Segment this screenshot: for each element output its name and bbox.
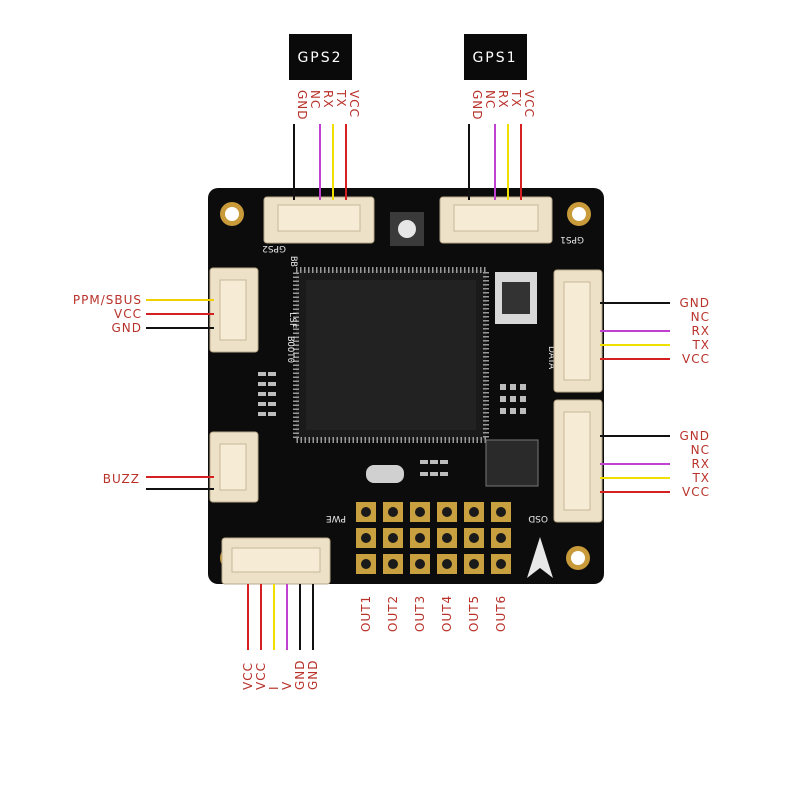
ppm-pin-label-0: PPM/SBUS: [73, 293, 142, 307]
output-pin-hole: [469, 559, 479, 569]
right_osd-pin-label-gnd: GND: [679, 429, 710, 443]
output-pin-hole: [442, 507, 452, 517]
output-label-5: OUT5: [467, 595, 481, 632]
gps2-pin-label-vcc: VCC: [347, 90, 361, 118]
silk-gps2: GPS2: [262, 243, 286, 253]
silk-osd: OSD: [528, 513, 548, 523]
power-pin-label-2: I: [267, 685, 281, 690]
silk-data: DATA: [546, 346, 556, 370]
output-label-6: OUT6: [494, 595, 508, 632]
connector-power: [221, 537, 331, 585]
output-label-3: OUT3: [413, 595, 427, 632]
output-pin-hole: [388, 533, 398, 543]
output-pin-hole: [469, 507, 479, 517]
right_data-pin-label-rx: RX: [691, 324, 710, 338]
output-pin-hole: [496, 533, 506, 543]
output-pin-hole: [415, 507, 425, 517]
crystal: [366, 465, 404, 483]
buzz-pin-label: BUZZ: [103, 472, 140, 486]
connector-data: [553, 269, 603, 393]
ppm-pin-label-2: GND: [111, 321, 142, 335]
right_data-pin-label-nc: NC: [691, 310, 710, 324]
connector-gps2: [263, 196, 375, 244]
connector-osd: [553, 399, 603, 523]
silk-gps1: GPS1: [560, 234, 584, 244]
arrow-logo: [527, 537, 553, 578]
output-pin-hole: [496, 507, 506, 517]
gps1-title: GPS1: [472, 50, 517, 66]
output-pin-hole: [361, 507, 371, 517]
mounting-hole-top-right: [567, 202, 591, 226]
power-pin-label-1: VCC: [254, 662, 268, 690]
gps2-title-box: GPS2: [289, 34, 352, 80]
connector-gps1: [439, 196, 553, 244]
power-pin-label-3: V: [280, 681, 294, 690]
gps2-pin-label-rx: RX: [321, 90, 335, 109]
output-label-2: OUT2: [386, 595, 400, 632]
connector-ppm-sbus: [209, 267, 259, 353]
power-pin-label-5: GND: [306, 659, 320, 690]
mounting-hole-top-left: [220, 202, 244, 226]
silk-code-boot0: BOOT0: [285, 336, 295, 363]
right_data-pin-label-tx: TX: [691, 338, 710, 352]
output-label-1: OUT1: [359, 595, 373, 632]
right_osd-pin-label-tx: TX: [691, 471, 710, 485]
output-pin-hole: [388, 507, 398, 517]
silk-code-lsf: LSF: [287, 312, 297, 328]
silk-pwe: PWE: [326, 513, 346, 523]
right_osd-pin-label-nc: NC: [691, 443, 710, 457]
output-label-4: OUT4: [440, 595, 454, 632]
mcu-chip: [293, 267, 489, 443]
output-pin-hole: [415, 533, 425, 543]
gps2-pin-label-tx: TX: [334, 89, 348, 108]
output-pin-hole: [496, 559, 506, 569]
smd-pads: [258, 372, 526, 476]
gps1-pin-label-tx: TX: [509, 89, 523, 108]
output-pin-hole: [442, 559, 452, 569]
mounting-hole-bottom-right: [566, 546, 590, 570]
gps2-pin-label-nc: NC: [308, 90, 322, 109]
gps1-pin-label-nc: NC: [483, 90, 497, 109]
right_data-pin-label-vcc: VCC: [682, 352, 710, 366]
output-pin-hole: [415, 559, 425, 569]
output-pin-header: [356, 502, 511, 574]
right_data-pin-label-gnd: GND: [679, 296, 710, 310]
gps1-pin-label-gnd: GND: [470, 90, 484, 121]
right_osd-pin-label-rx: RX: [691, 457, 710, 471]
gps1-pin-label-vcc: VCC: [522, 90, 536, 118]
output-pin-hole: [361, 559, 371, 569]
gps2-pin-label-gnd: GND: [295, 90, 309, 121]
silk-bb: BB: [288, 256, 298, 267]
gps2-title: GPS2: [297, 50, 342, 66]
power-pin-label-0: VCC: [241, 662, 255, 690]
gps1-title-box: GPS1: [464, 34, 527, 80]
power-pin-label-4: GND: [293, 659, 307, 690]
output-pin-hole: [442, 533, 452, 543]
output-pin-hole: [388, 559, 398, 569]
output-pin-hole: [361, 533, 371, 543]
right_osd-pin-label-vcc: VCC: [682, 485, 710, 499]
output-pin-hole: [469, 533, 479, 543]
gps1-pin-label-rx: RX: [496, 90, 510, 109]
ppm-pin-label-1: VCC: [114, 307, 142, 321]
connector-buzz: [209, 431, 259, 503]
gyro-chip: [485, 439, 539, 487]
pcb-board: GPS2 GPS1 DATA OSD PWE LSF BOOT0 BB: [208, 188, 604, 584]
